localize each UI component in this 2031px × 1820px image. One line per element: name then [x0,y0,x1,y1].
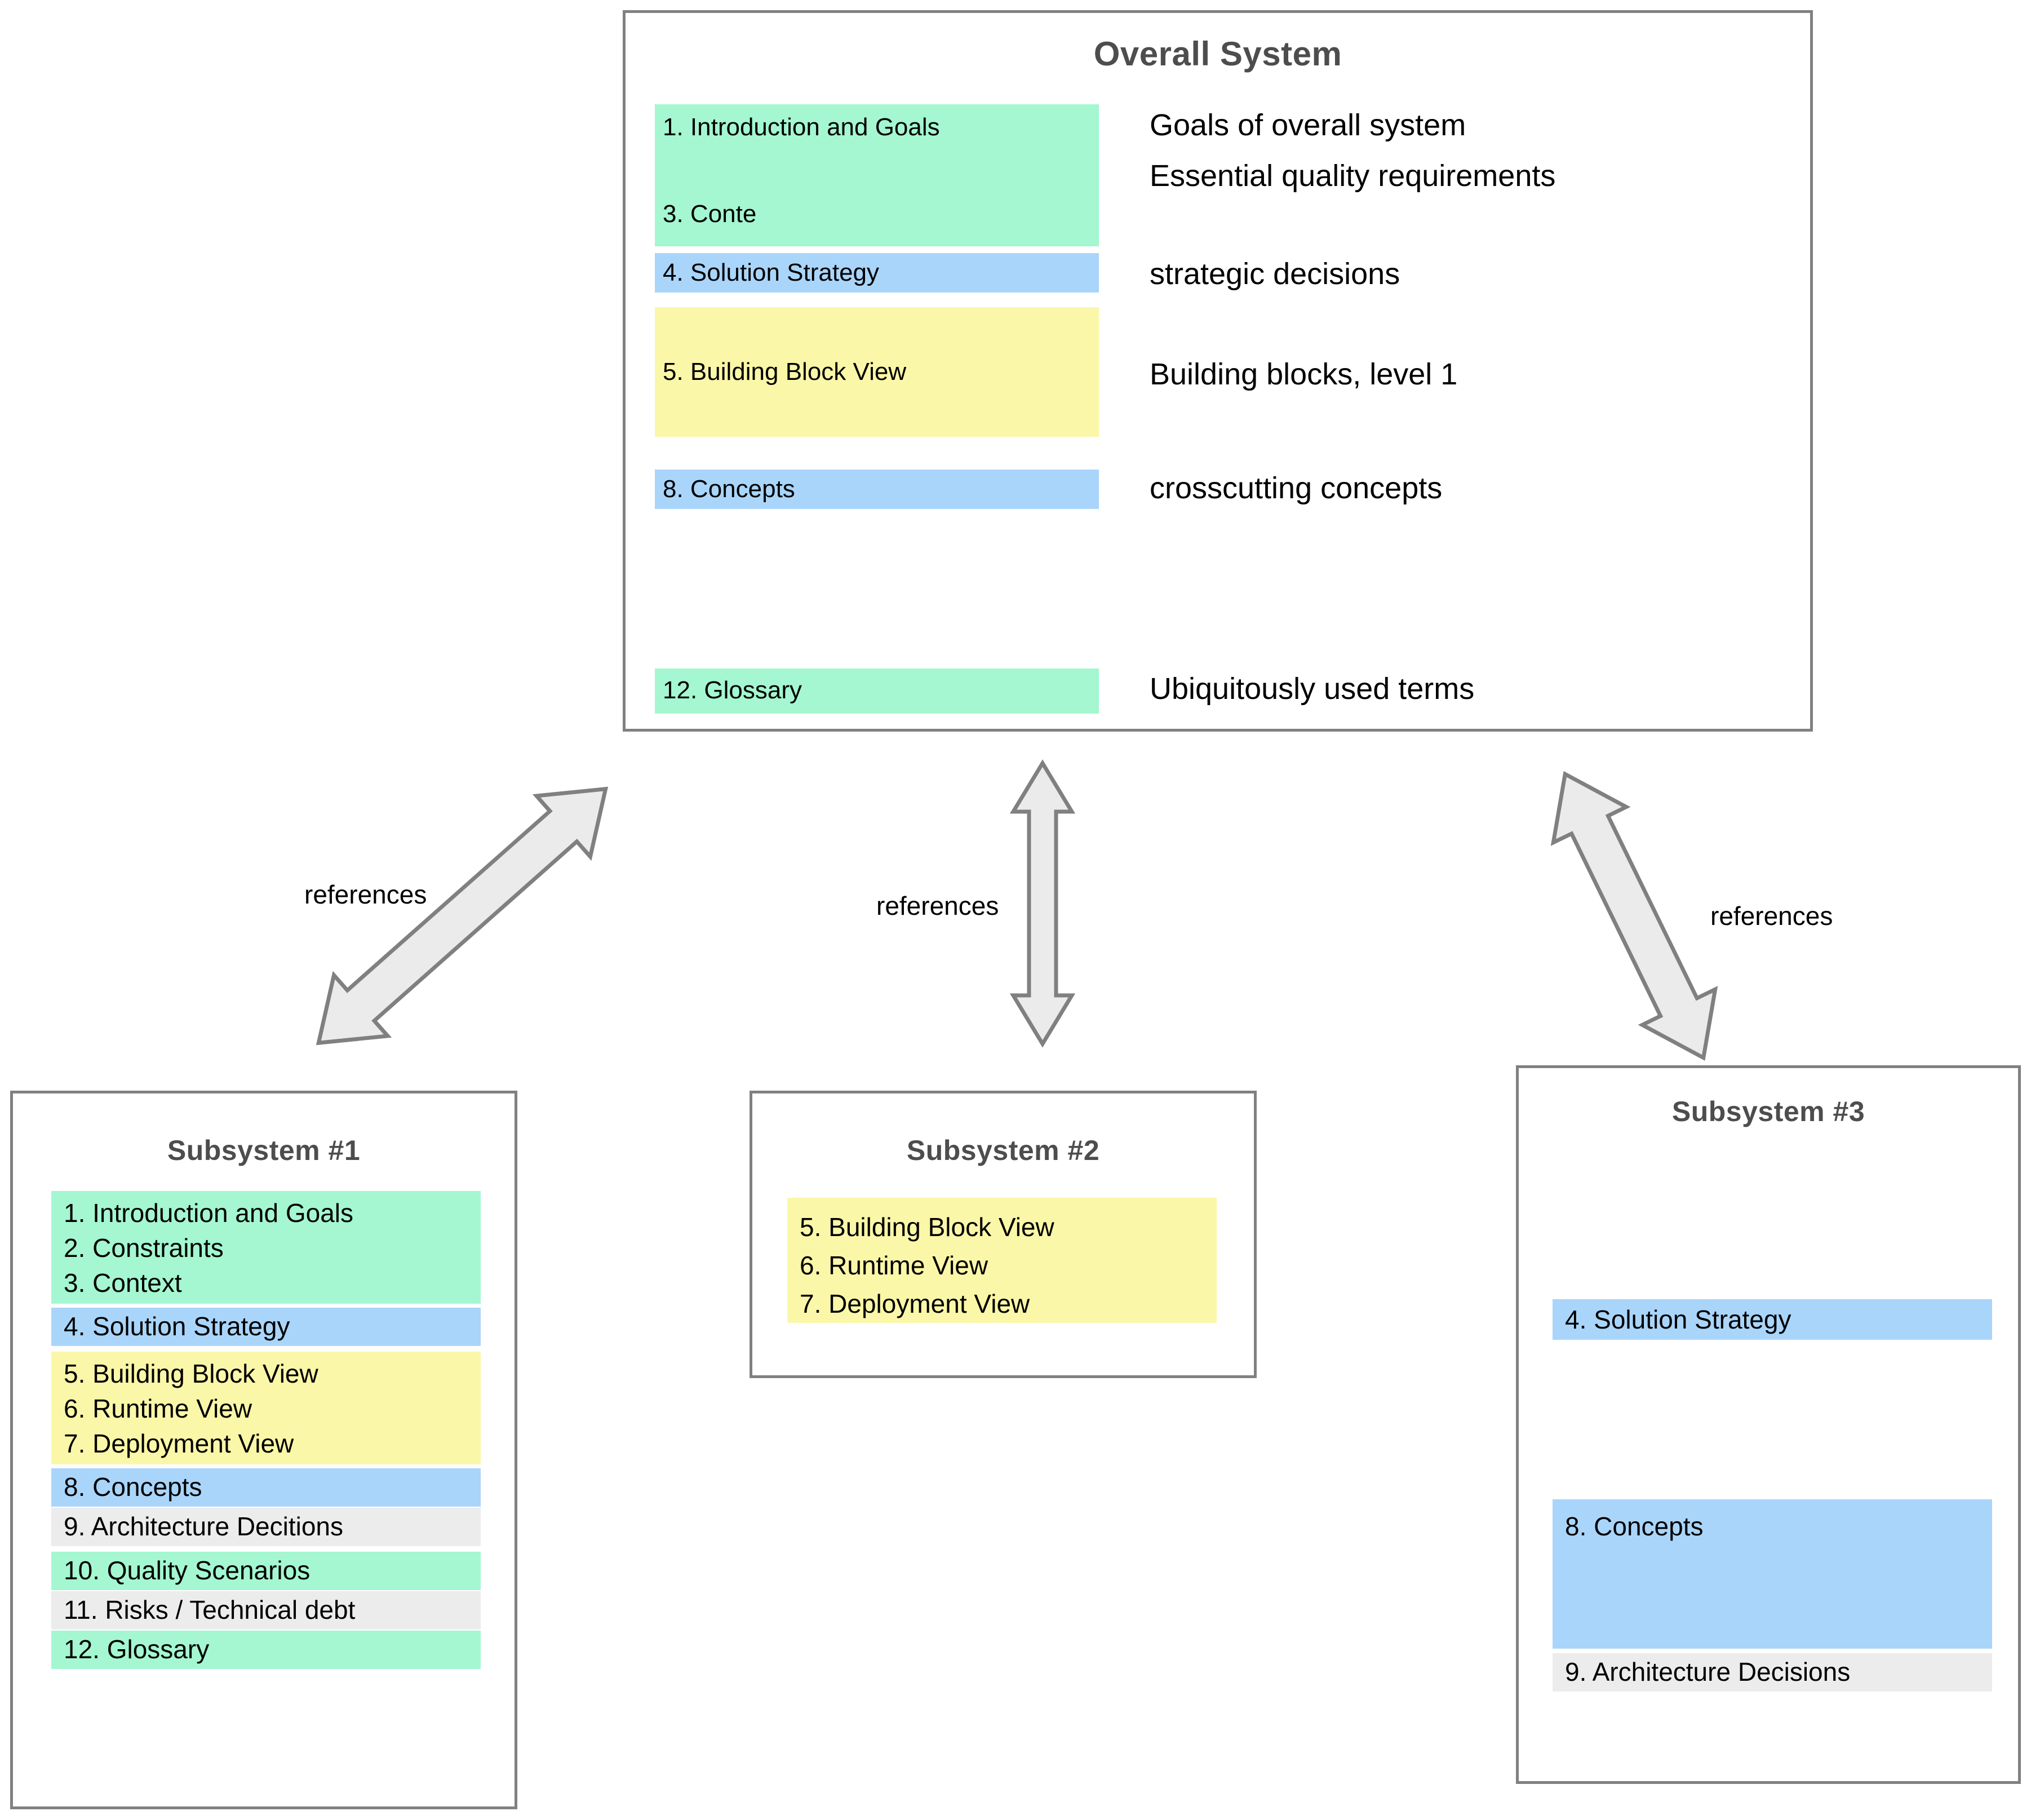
chip-line: 4. Solution Strategy [1565,1305,1791,1334]
note-ubiquitously-used-terms: Ubiquitously used terms [1150,672,1475,706]
subsystem-1-box: Subsystem #1 1. Introduction and Goals 2… [10,1091,517,1809]
chip-s1-risks-technical-debt: 11. Risks / Technical debt [51,1591,481,1629]
chip-line: 5. Building Block View [800,1212,1054,1242]
chip-s3-solution-strategy: 4. Solution Strategy [1553,1299,1992,1340]
subsystem-2-box: Subsystem #2 5. Building Block View 6. R… [750,1091,1257,1378]
overall-system-title: Overall System [1093,35,1342,73]
note-essential-quality-requirements: Essential quality requirements [1150,159,1556,193]
chip-line: 8. Concepts [663,475,795,503]
chip-line: 8. Concepts [1565,1512,1704,1541]
edge-middle-label: references [876,891,999,920]
chip-line: 9. Architecture Decisions [1565,1657,1851,1686]
chip-overall-building-block-view: 5. Building Block View [655,307,1099,437]
chip-overall-solution-strategy: 4. Solution Strategy [655,253,1099,293]
chip-s1-views: 5. Building Block View 6. Runtime View 7… [51,1352,481,1464]
chip-line: 12. Glossary [663,676,802,704]
chip-line: 8. Concepts [64,1472,202,1502]
chip-overall-intro-context: 1. Introduction and Goals 3. Conte [655,104,1099,246]
overall-system-box: Overall System 1. Introduction and Goals… [623,10,1813,732]
chip-line: 5. Building Block View [663,358,907,386]
chip-line: 7. Deployment View [800,1289,1030,1318]
chip-line: 12. Glossary [64,1635,210,1664]
chip-line: 9. Architecture Decitions [64,1512,344,1541]
chip-line: 2. Constraints [64,1233,224,1263]
chip-line: 5. Building Block View [64,1359,318,1388]
chip-line: 6. Runtime View [64,1394,252,1423]
chip-s3-concepts: 8. Concepts [1553,1499,1992,1649]
chip-line: 6. Runtime View [800,1251,988,1280]
chip-line: 3. Conte [663,200,757,228]
chip-line: 1. Introduction and Goals [64,1198,353,1228]
note-goals-of-overall-system: Goals of overall system [1150,108,1466,142]
note-crosscutting-concepts: crosscutting concepts [1150,471,1443,505]
edge-middle-arrow [1009,759,1076,1048]
chip-overall-concepts: 8. Concepts [655,470,1099,509]
subsystem-3-box: Subsystem #3 4. Solution Strategy 8. Con… [1516,1065,2021,1784]
edge-left-label: references [304,880,427,909]
chip-line: 11. Risks / Technical debt [64,1595,356,1624]
chip-line: 10. Quality Scenarios [64,1556,311,1585]
subsystem-2-title: Subsystem #2 [906,1135,1100,1166]
chip-line: 1. Introduction and Goals [663,113,940,141]
chip-s3-architecture-decisions: 9. Architecture Decisions [1553,1653,1992,1691]
edge-right-label: references [1710,901,1833,931]
chip-s1-quality-scenarios: 10. Quality Scenarios [51,1552,481,1590]
chip-line: 7. Deployment View [64,1429,294,1458]
chip-line: 4. Solution Strategy [64,1312,290,1341]
chip-s2-views: 5. Building Block View 6. Runtime View 7… [787,1198,1217,1323]
subsystem-1-title: Subsystem #1 [167,1135,361,1166]
note-building-blocks-level-1: Building blocks, level 1 [1150,357,1458,391]
chip-overall-glossary: 12. Glossary [655,668,1099,714]
chip-s1-intro-constraints-context: 1. Introduction and Goals 2. Constraints… [51,1191,481,1304]
chip-s1-architecture-decitions: 9. Architecture Decitions [51,1508,481,1546]
note-strategic-decisions: strategic decisions [1150,257,1400,291]
chip-s1-concepts: 8. Concepts [51,1468,481,1507]
chip-line: 4. Solution Strategy [663,259,880,286]
chip-s1-glossary: 12. Glossary [51,1631,481,1669]
chip-s1-solution-strategy: 4. Solution Strategy [51,1308,481,1346]
subsystem-3-title: Subsystem #3 [1671,1096,1865,1127]
chip-line: 3. Context [64,1268,182,1298]
edge-left-arrow [242,733,682,1099]
